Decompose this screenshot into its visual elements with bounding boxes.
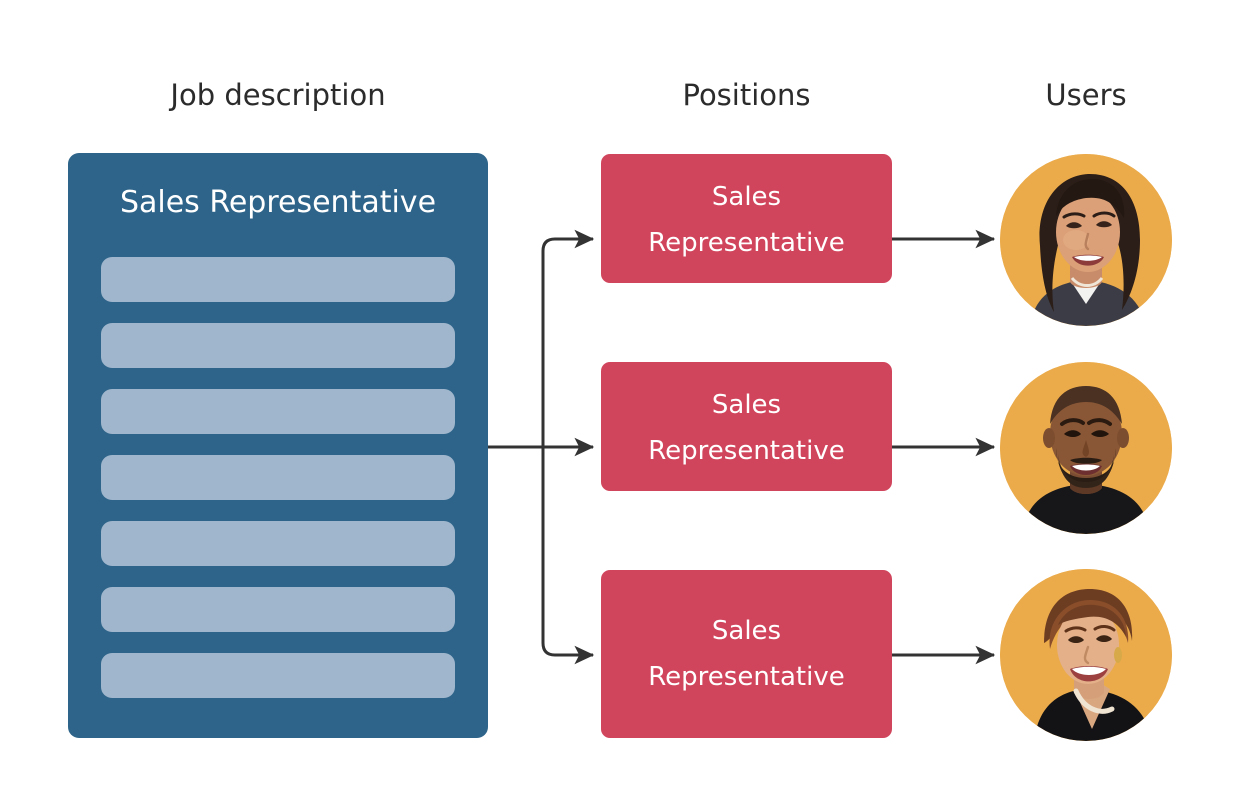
user-avatar[interactable] bbox=[1000, 154, 1172, 326]
column-header-users: Users bbox=[1045, 78, 1127, 112]
connector-job-to-position-1 bbox=[541, 229, 595, 447]
user-avatar-portrait-icon bbox=[1000, 362, 1172, 534]
connector-job-to-position-3 bbox=[541, 447, 595, 665]
user-avatar-portrait-icon bbox=[1000, 569, 1172, 741]
job-description-placeholder-line bbox=[101, 587, 455, 632]
job-description-placeholder-line bbox=[101, 455, 455, 500]
position-card[interactable]: Sales Representative bbox=[601, 570, 892, 738]
job-description-placeholder-line bbox=[101, 323, 455, 368]
column-header-job-description: Job description bbox=[170, 78, 386, 112]
job-description-placeholder-line bbox=[101, 389, 455, 434]
job-description-title: Sales Representative bbox=[119, 185, 437, 220]
job-description-placeholder-line bbox=[101, 653, 455, 698]
job-description-placeholder-line bbox=[101, 257, 455, 302]
position-card-label: Sales Representative bbox=[648, 616, 845, 692]
column-header-positions: Positions bbox=[682, 78, 811, 112]
position-card-label: Sales Representative bbox=[648, 389, 845, 466]
user-avatar-portrait-icon bbox=[1000, 154, 1172, 326]
position-card[interactable]: Sales Representative bbox=[601, 362, 892, 491]
user-avatar[interactable] bbox=[1000, 362, 1172, 534]
job-description-card[interactable]: Sales Representative bbox=[68, 153, 488, 738]
position-card[interactable]: Sales Representative bbox=[601, 154, 892, 283]
job-description-placeholder-line bbox=[101, 521, 455, 566]
position-card-label: Sales Representative bbox=[648, 181, 845, 258]
user-avatar[interactable] bbox=[1000, 569, 1172, 741]
job-description-placeholder-lines bbox=[101, 257, 455, 719]
